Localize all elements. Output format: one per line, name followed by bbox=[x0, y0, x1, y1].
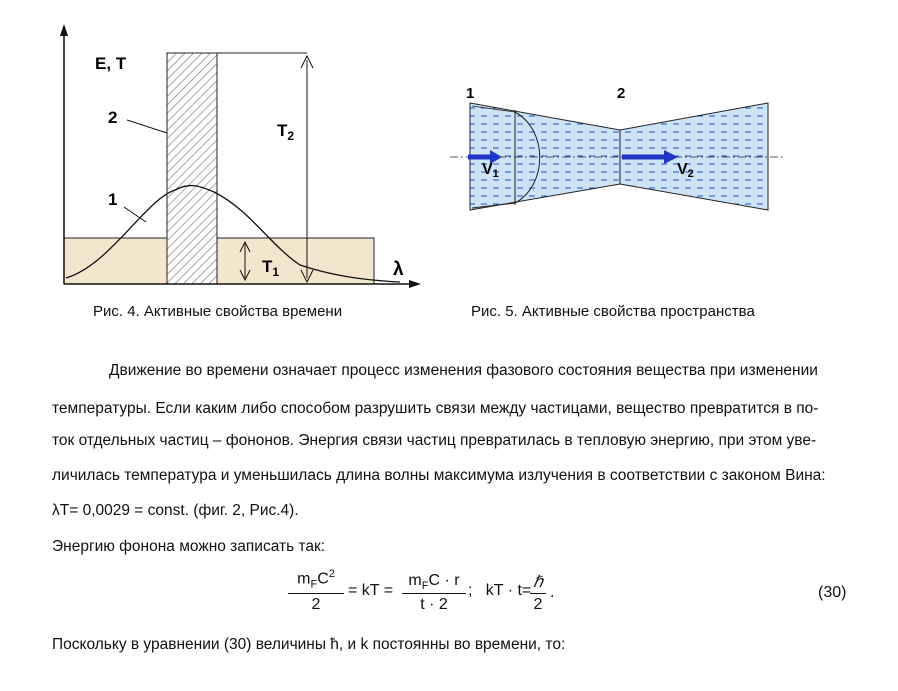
paragraph-line-5: λT= 0,0029 = const. (фиг. 2, Рис.4). bbox=[52, 502, 299, 519]
fraction-2-denominator: t · 2 bbox=[420, 596, 448, 613]
bar-2-label: 2 bbox=[108, 108, 117, 127]
fraction-3-denominator: 2 bbox=[533, 596, 543, 613]
v1-label: V bbox=[482, 161, 493, 178]
axis-y-label: E, T bbox=[95, 54, 127, 73]
equation-period: . bbox=[550, 584, 555, 601]
figure-5-caption: Рис. 5. Активные свойства пространства bbox=[471, 303, 755, 320]
kt-t-term: ; kT · t= bbox=[468, 582, 532, 599]
section-1-label: 1 bbox=[466, 85, 474, 102]
fraction-2-numerator: mFC · r bbox=[408, 572, 460, 593]
equation-30: mFC2 2 = kT = mFC · r t · 2 ; kT · t= ℏ … bbox=[0, 560, 898, 630]
figure-5-diagram: 1 2 V1 V2 bbox=[450, 85, 785, 211]
fraction-1-numerator: mFC2 bbox=[297, 568, 335, 591]
t2-bar bbox=[166, 52, 218, 285]
equals-kt: = kT = bbox=[348, 582, 394, 599]
t1-band bbox=[63, 237, 375, 285]
v2-arrow bbox=[664, 150, 678, 164]
v1-sub: 1 bbox=[493, 168, 499, 180]
equation-number: (30) bbox=[818, 584, 847, 601]
paragraph-line-3: ток отдельных частиц – фононов. Энергия … bbox=[52, 432, 817, 449]
t2-sub: 2 bbox=[287, 129, 294, 143]
v2-label: V bbox=[677, 161, 688, 178]
paragraph-line-2: температуры. Если каким либо способом ра… bbox=[52, 400, 819, 417]
v2-sub: 2 bbox=[688, 168, 694, 180]
after-equation-line: Поскольку в уравнении (30) величины ħ, и… bbox=[52, 636, 566, 653]
t2-label: T bbox=[277, 121, 288, 140]
figure-4-caption: Рис. 4. Активные свойства времени bbox=[93, 303, 343, 320]
velocity-profile bbox=[514, 111, 541, 204]
fraction-1-denominator: 2 bbox=[311, 596, 321, 613]
svg-text:V1: V1 bbox=[482, 161, 499, 180]
curve-1 bbox=[65, 184, 401, 283]
curve-1-label: 1 bbox=[108, 190, 117, 209]
axis-x-label: λ bbox=[393, 259, 404, 280]
paragraph-line-4: личилась температура и уменьшилась длина… bbox=[52, 467, 826, 484]
t1-sub: 1 bbox=[272, 265, 279, 279]
section-2-label: 2 bbox=[617, 85, 625, 102]
energy-intro-line: Энергию фонона можно записать так: bbox=[52, 538, 326, 555]
fraction-3-numerator: ℏ bbox=[532, 574, 544, 591]
svg-text:V2: V2 bbox=[677, 161, 694, 180]
t1-label: T bbox=[262, 257, 273, 276]
svg-text:T2: T2 bbox=[277, 121, 294, 143]
v1-arrow bbox=[490, 150, 502, 164]
figure-4-diagram: E, T 2 1 λ T2 T1 bbox=[60, 24, 421, 288]
paragraph-line-1: Движение во времени означает процесс изм… bbox=[109, 362, 818, 379]
svg-text:T1: T1 bbox=[262, 257, 279, 279]
